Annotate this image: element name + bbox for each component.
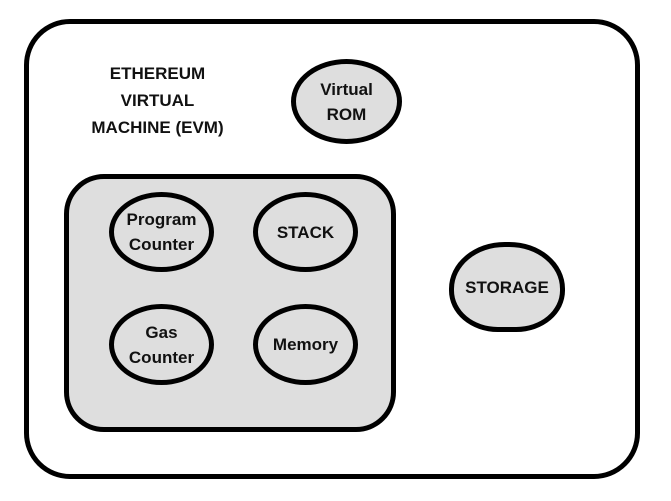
node-label: Counter: [128, 235, 195, 254]
node-label: STACK: [276, 222, 335, 242]
title-line: VIRTUAL: [120, 91, 195, 110]
gas-counter-node: Gas Counter: [109, 304, 214, 385]
program-counter-node: Program Counter: [109, 192, 214, 272]
memory-node: Memory: [253, 304, 358, 385]
node-label: Gas: [145, 322, 178, 342]
node-label: STORAGE: [465, 277, 549, 297]
title-line: MACHINE (EVM): [91, 118, 224, 137]
title-line: ETHEREUM: [109, 64, 206, 83]
node-label: Program: [126, 210, 197, 229]
node-label: Memory: [272, 335, 339, 354]
node-label: ROM: [326, 104, 367, 124]
virtual-rom-node: Virtual ROM: [291, 59, 402, 144]
node-label: Virtual: [320, 79, 373, 99]
evm-title: ETHEREUM VIRTUAL MACHINE (EVM): [70, 60, 245, 141]
stack-node: STACK: [253, 192, 358, 272]
storage-node: STORAGE: [449, 242, 565, 332]
node-label: Counter: [128, 347, 195, 367]
